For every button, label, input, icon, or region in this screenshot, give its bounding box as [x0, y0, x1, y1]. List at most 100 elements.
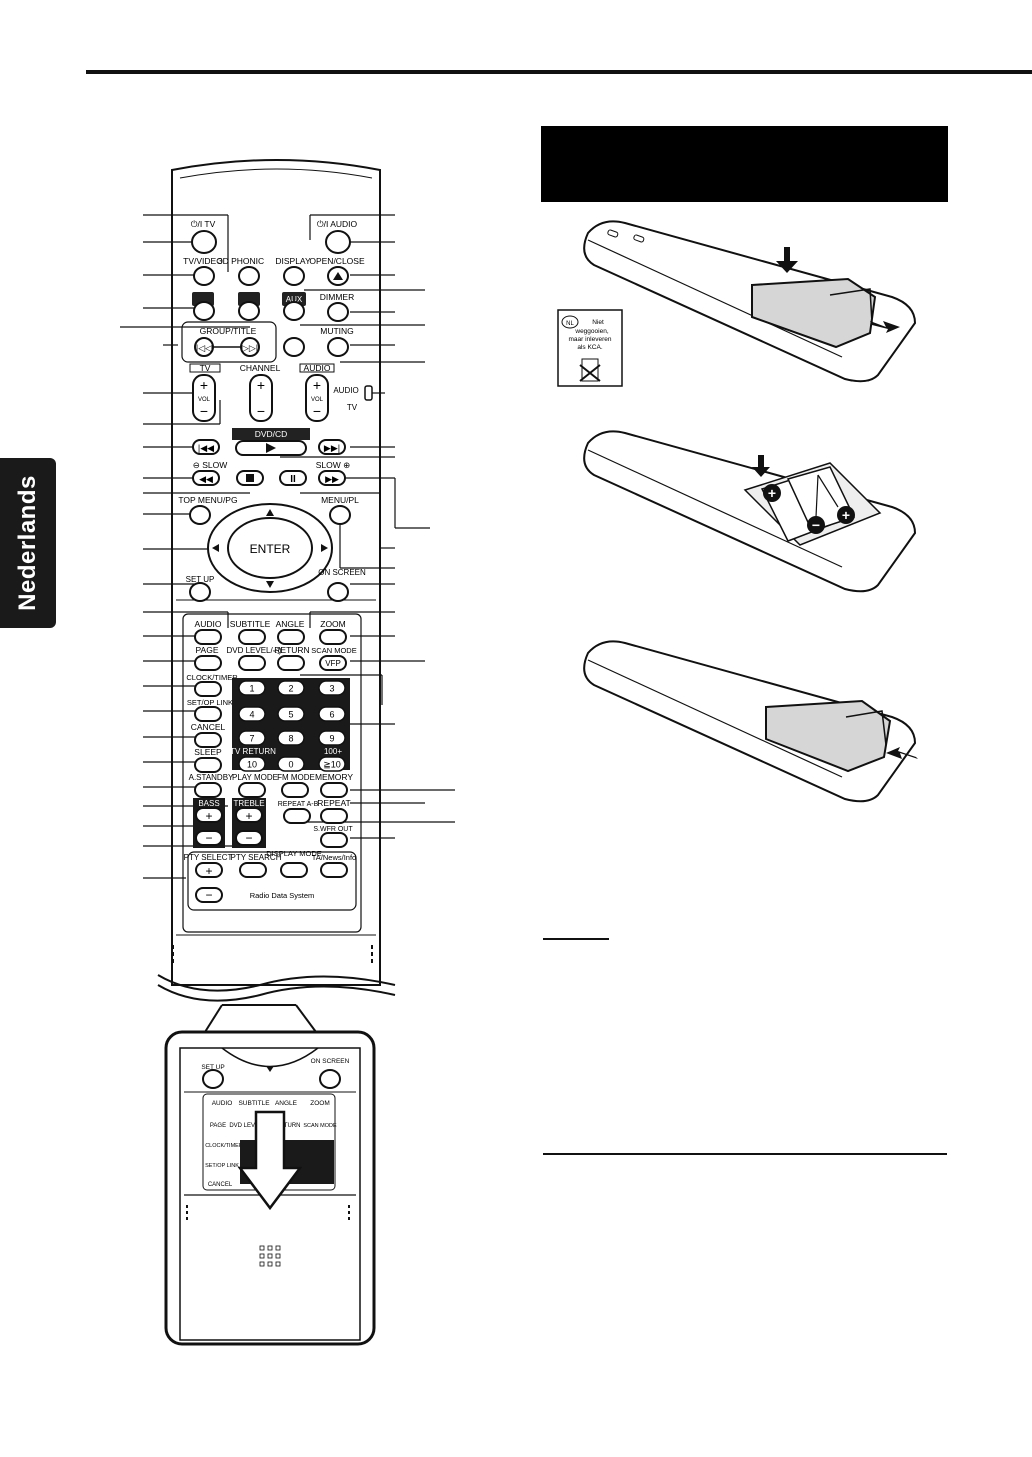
return-arc-button[interactable]: [283, 337, 305, 357]
label-channel: CHANNEL: [240, 363, 281, 373]
pty-search-button[interactable]: [239, 862, 267, 878]
muting-button[interactable]: [327, 337, 349, 357]
set-up-button[interactable]: [189, 582, 211, 602]
cancel-button[interactable]: [194, 732, 222, 748]
numpad-key-label: ≧10: [323, 760, 341, 770]
plus-terminal-icon-2: +: [842, 507, 850, 523]
label-memory: MEMORY: [315, 772, 353, 782]
repeat-button[interactable]: [320, 808, 348, 824]
step2-press-arrow-icon: [752, 455, 770, 477]
kca-line-4: als KCA.: [577, 344, 602, 351]
numpad-key-label: 3: [329, 684, 334, 694]
label-zoom: ZOOM: [320, 619, 346, 629]
memory-button[interactable]: [320, 782, 348, 798]
set-op-link-button[interactable]: [194, 706, 222, 722]
group-title-next-button[interactable]: [240, 337, 260, 357]
label-swfr-out: S.WFR OUT: [313, 826, 353, 833]
numpad-key-4[interactable]: [277, 706, 305, 722]
angle-button[interactable]: [277, 629, 305, 645]
label-play-mode: PLAY MODE: [232, 773, 278, 782]
numpad-key-3[interactable]: [238, 706, 266, 722]
page-button[interactable]: [194, 655, 222, 671]
label-scan-mode: SCAN MODE: [311, 646, 356, 655]
swfr-out-button[interactable]: [320, 832, 348, 848]
color-button-2[interactable]: [238, 301, 260, 321]
play-mode-button[interactable]: [238, 782, 266, 798]
numpad-key-label: 8: [288, 734, 293, 744]
numpad-key-label: 10: [247, 760, 257, 770]
numpad-key-5[interactable]: [318, 706, 346, 722]
ta-news-button[interactable]: [320, 862, 348, 878]
audio-volume-rocker[interactable]: [305, 374, 329, 422]
numpad-key-11[interactable]: [318, 756, 346, 772]
label-fm-mode: FM MODE: [277, 773, 315, 782]
on-screen-button[interactable]: [327, 582, 349, 602]
numpad-key-8[interactable]: [318, 730, 346, 746]
skip-back-icon: |◀◀: [198, 443, 214, 453]
power-tv-button[interactable]: [191, 230, 217, 254]
svg-text:+: +: [257, 377, 265, 393]
numpad-key-2[interactable]: [318, 680, 346, 696]
tv-volume-rocker[interactable]: [192, 374, 216, 422]
label-audio-vol: AUDIO: [304, 363, 331, 373]
numpad-key-label: 4: [249, 710, 254, 720]
numpad-key-9[interactable]: [238, 756, 266, 772]
numpad-key-1[interactable]: [277, 680, 305, 696]
step3-battery-cover: [765, 699, 892, 773]
label-on-screen: ON SCREEN: [318, 568, 366, 577]
inset-label-cancel: CANCEL: [208, 1182, 233, 1188]
repeat-ab-button[interactable]: [283, 808, 311, 824]
audio-button[interactable]: [194, 629, 222, 645]
dvd-level-button[interactable]: [238, 655, 266, 671]
subtitle-button[interactable]: [238, 629, 266, 645]
label-slow-minus: ⊖ SLOW: [193, 460, 228, 470]
section-bottom-rule: [543, 1153, 947, 1155]
top-menu-button[interactable]: [189, 505, 211, 525]
label-tv-vol: TV: [200, 363, 211, 373]
audio-tv-slide-switch[interactable]: [364, 385, 373, 401]
fast-forward-icon: ▶▶: [325, 474, 339, 484]
power-audio-button[interactable]: [325, 230, 351, 254]
numpad-key-0[interactable]: [238, 680, 266, 696]
label-bass: BASS: [198, 799, 219, 808]
3d-phonic-button[interactable]: [238, 266, 260, 286]
channel-rocker[interactable]: [249, 374, 273, 422]
tv-video-button[interactable]: [193, 266, 215, 286]
label-return: RETURN: [274, 645, 309, 655]
skip-forward-icon: ▶▶|: [324, 443, 340, 453]
label-top-menu: TOP MENU/PG: [178, 495, 237, 505]
color-button-1[interactable]: [193, 301, 215, 321]
zoom-button[interactable]: [319, 629, 347, 645]
numpad-key-10[interactable]: [277, 756, 305, 772]
clock-timer-button[interactable]: [194, 681, 222, 697]
group-title-prev-button[interactable]: [194, 337, 214, 357]
svg-text:−: −: [245, 831, 252, 845]
sleep-button[interactable]: [194, 757, 222, 773]
numpad-key-6[interactable]: [238, 730, 266, 746]
a-standby-button[interactable]: [194, 782, 222, 798]
stop-icon: [246, 474, 254, 482]
label-vol-2: VOL: [311, 397, 324, 403]
label-3d-phonic: 3D PHONIC: [218, 256, 264, 266]
inset-label-set-up: SET UP: [201, 1064, 224, 1071]
label-power-tv: ⏻/I TV: [191, 219, 216, 229]
label-radio-data-system: Radio Data System: [250, 891, 315, 900]
enter-button[interactable]: [227, 517, 313, 579]
return-button[interactable]: [277, 655, 305, 671]
label-pty-select: PTY SELECT: [184, 853, 233, 862]
fm-mode-button[interactable]: [281, 782, 309, 798]
aux-button[interactable]: [283, 301, 305, 321]
display-mode-button[interactable]: [280, 862, 308, 878]
svg-text:+: +: [205, 809, 212, 823]
numpad-key-label: 7: [249, 734, 254, 744]
step3-slide-in-arrow-icon: [886, 747, 918, 759]
rewind-icon: ◀◀: [199, 474, 213, 484]
plus-terminal-icon: +: [768, 485, 776, 501]
numpad-key-7[interactable]: [277, 730, 305, 746]
dimmer-button[interactable]: [327, 302, 349, 322]
label-repeat-ab: REPEAT A-B: [278, 801, 319, 808]
next-icon: ▷▷|: [242, 343, 258, 353]
menu-pl-button[interactable]: [329, 505, 351, 525]
display-button[interactable]: [283, 266, 305, 286]
remote-illustration: ⏻/I TV ⏻/I AUDIO TV/VIDEO 3D PHONIC DISP…: [120, 159, 455, 1346]
